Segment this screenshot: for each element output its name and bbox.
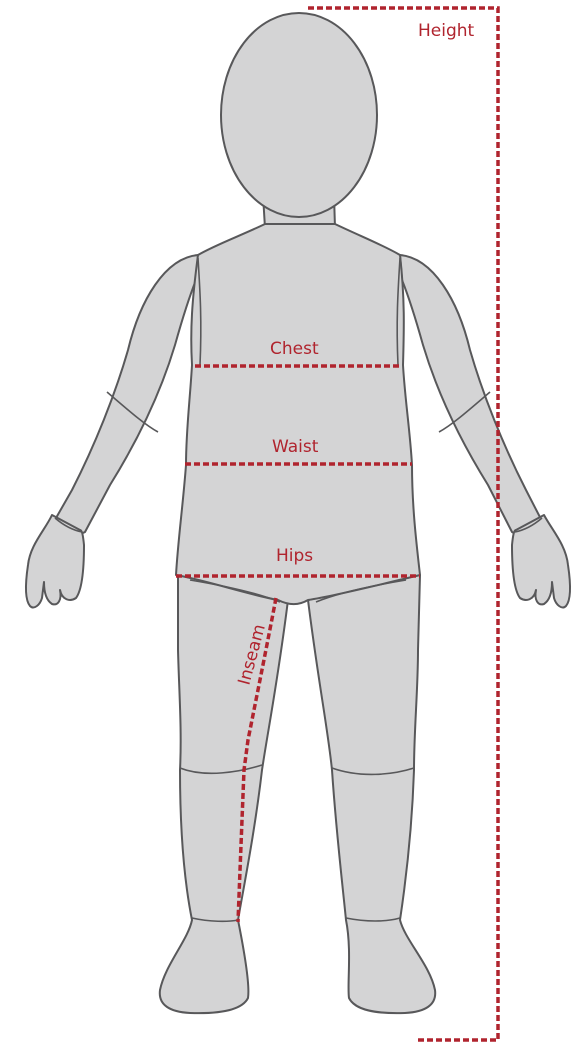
right-hand	[512, 515, 570, 607]
waist-label: Waist	[272, 437, 319, 457]
right-leg	[308, 575, 435, 1013]
left-arm	[52, 255, 198, 534]
hips-label: Hips	[276, 546, 313, 566]
left-hand	[26, 515, 84, 607]
chest-label: Chest	[270, 339, 319, 359]
right-arm	[400, 255, 544, 534]
body-figure	[26, 13, 570, 1013]
left-leg	[160, 575, 288, 1013]
height-label: Height	[418, 21, 475, 41]
head	[221, 13, 377, 217]
